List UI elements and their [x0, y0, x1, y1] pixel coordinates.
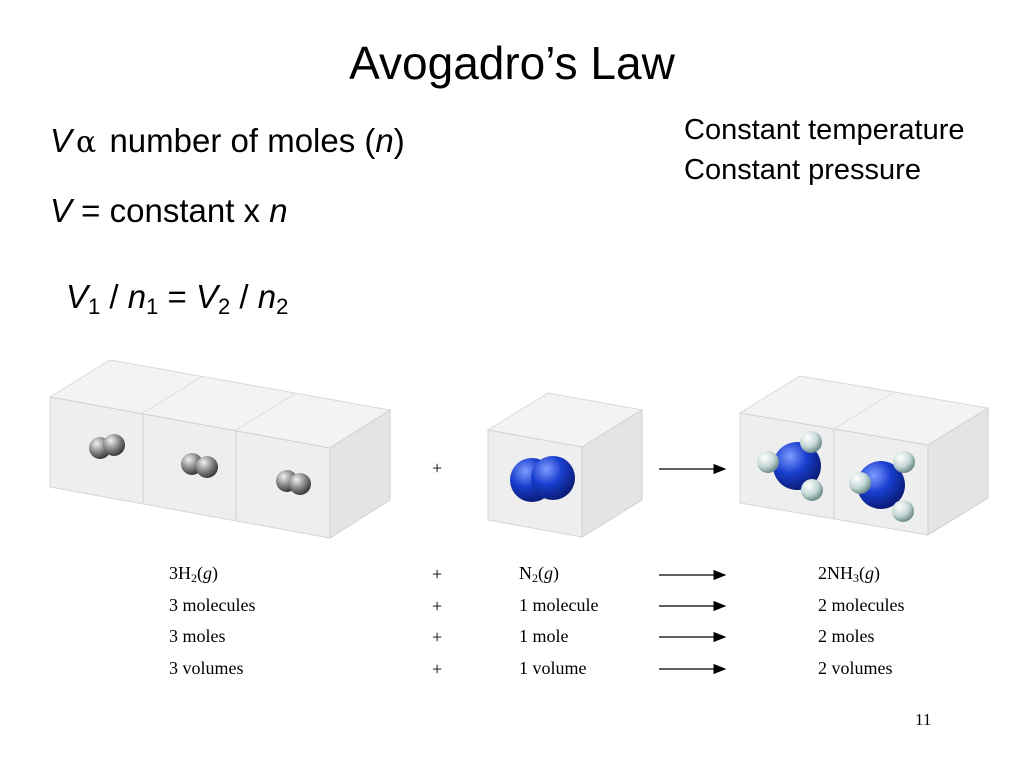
row1-reactant2: 1 molecule — [519, 595, 599, 615]
n2-sub: 2 — [532, 571, 538, 585]
eq3-sub3: 2 — [218, 294, 231, 319]
constant-equation: V = constant x n — [50, 192, 288, 230]
eq1-close: ) — [393, 122, 405, 159]
eq3-slash2: / — [230, 278, 258, 315]
eq1-n: n — [375, 122, 394, 159]
slide-number: 11 — [915, 710, 932, 729]
plus-sign: + — [432, 596, 443, 616]
eq3-equals: = — [158, 278, 196, 315]
nh3-prefix: 2NH — [818, 563, 853, 583]
eq1-text: number of moles ( — [100, 122, 376, 159]
product-formula: 2NH3(g) — [818, 563, 880, 585]
nitrogen-molecule — [510, 456, 575, 502]
ammonia-molecule — [757, 431, 823, 501]
nh3-state: g — [865, 563, 874, 583]
row2-product: 2 moles — [818, 626, 875, 646]
eq2-volume: V — [50, 192, 73, 229]
slide-title: Avogadro’s Law — [349, 37, 675, 89]
nh3-sub: 3 — [853, 571, 859, 585]
ammonia-molecule — [849, 451, 915, 522]
row3-product: 2 volumes — [818, 658, 893, 678]
condition-temperature: Constant temperature — [684, 114, 965, 146]
eq3-v1: V — [66, 278, 89, 315]
plus-sign: + — [432, 627, 443, 647]
row2-reactant1: 3 moles — [169, 626, 226, 646]
eq3-sub1: 1 — [88, 294, 101, 319]
hydrogen-molecule — [89, 434, 125, 459]
eq2-n: n — [269, 192, 288, 229]
eq3-v2: V — [196, 278, 219, 315]
h2-sub: 2 — [191, 571, 197, 585]
condition-pressure: Constant pressure — [684, 154, 921, 186]
conditions-list: Constant temperature Constant pressure — [684, 110, 964, 190]
h2-state: g — [203, 563, 212, 583]
reactant1-formula: 3H2(g) — [169, 563, 218, 585]
eq3-sub4: 2 — [276, 294, 289, 319]
n2-state: g — [544, 563, 553, 583]
plus-sign: + — [432, 458, 443, 478]
row3-reactant1: 3 volumes — [169, 658, 244, 678]
ammonia-boxes — [738, 375, 990, 536]
plus-sign: + — [432, 659, 443, 679]
h2-prefix: 3H — [169, 563, 191, 583]
ratio-equation: V1 / n1 = V2 / n2 — [66, 278, 288, 320]
plus-sign: + — [432, 564, 443, 584]
row3-reactant2: 1 volume — [519, 658, 587, 678]
eq2-text: = constant x — [72, 192, 270, 229]
eq3-slash1: / — [100, 278, 128, 315]
eq3-n2: n — [257, 278, 277, 315]
hydrogen-molecule — [276, 470, 311, 495]
hydrogen-molecule — [181, 453, 218, 478]
eq1-alpha: α — [76, 125, 97, 160]
eq3-n1: n — [127, 278, 147, 315]
row1-product: 2 molecules — [818, 595, 905, 615]
reactant2-formula: N2(g) — [519, 563, 559, 585]
row2-reactant2: 1 mole — [519, 626, 569, 646]
eq3-sub2: 1 — [146, 294, 159, 319]
n2-prefix: N — [519, 563, 532, 583]
row1-reactant1: 3 molecules — [169, 595, 256, 615]
eq1-volume: V — [50, 122, 73, 159]
